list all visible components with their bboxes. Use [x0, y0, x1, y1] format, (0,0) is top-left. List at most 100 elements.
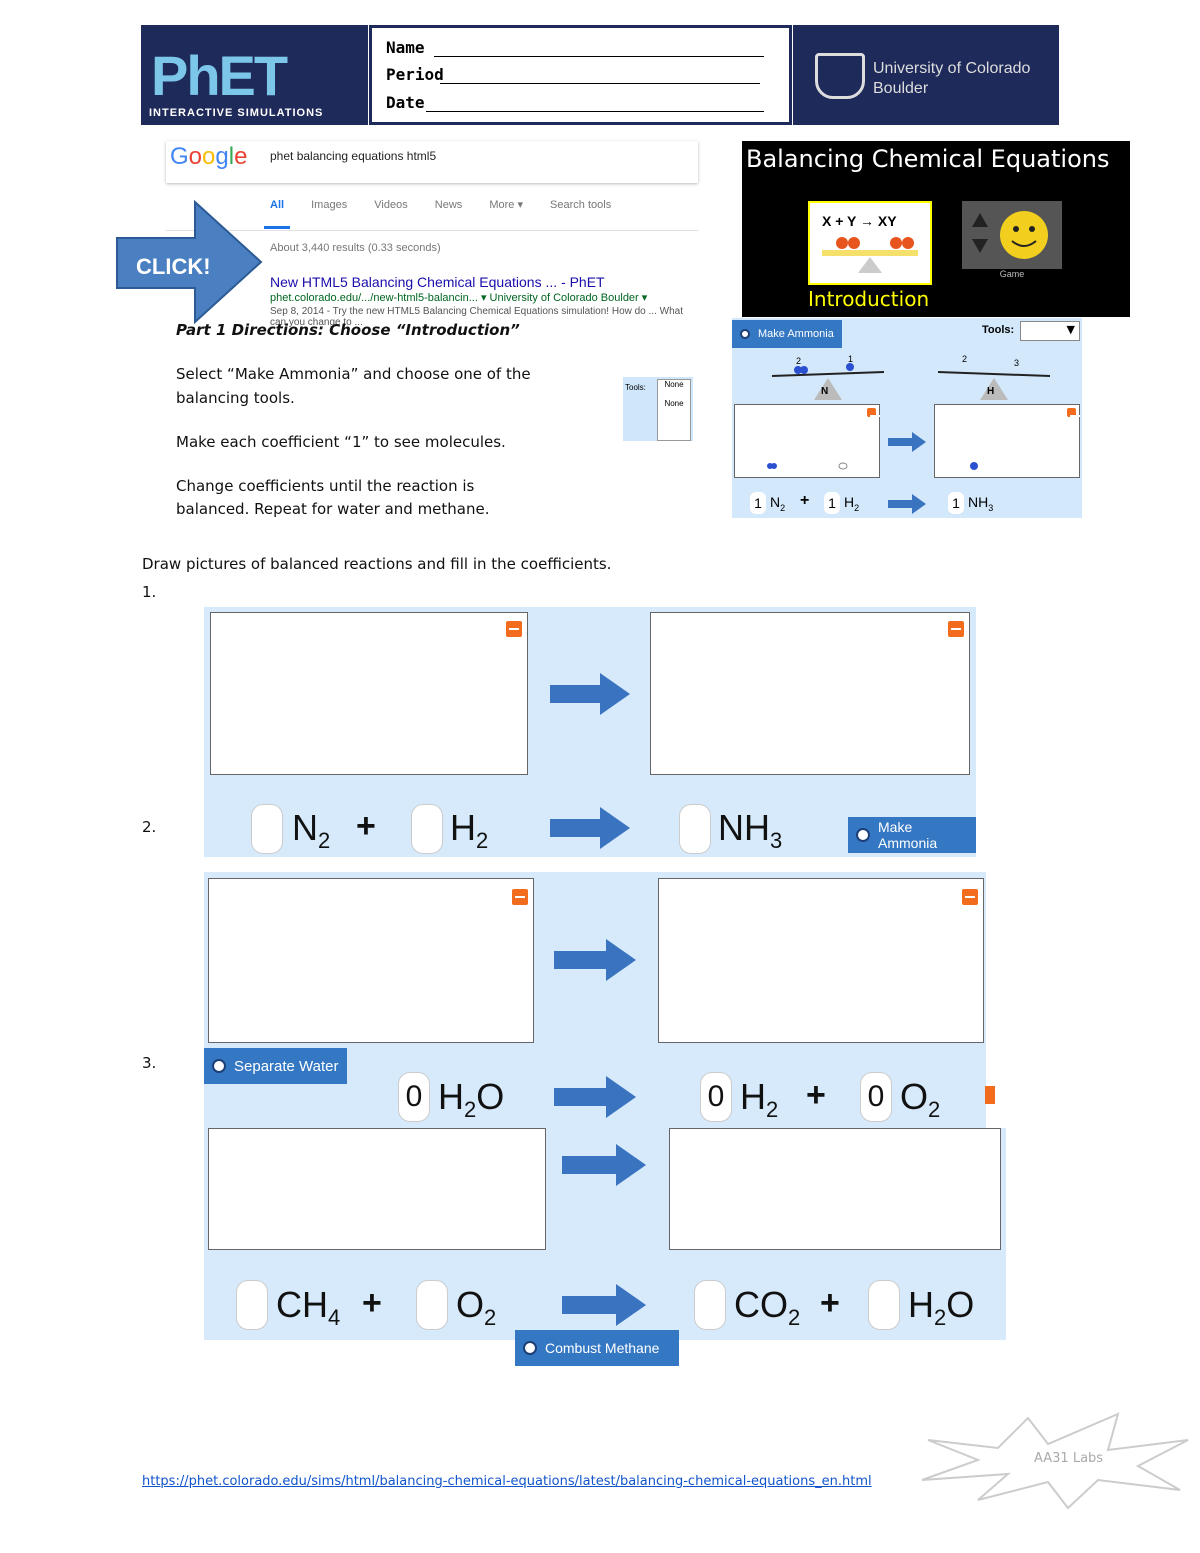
minimize-icon[interactable]: [948, 621, 964, 637]
minimize-icon[interactable]: [506, 621, 522, 637]
tools-select[interactable]: ▼: [1020, 321, 1080, 341]
plus-sign: +: [806, 1076, 826, 1114]
formula-n2: N2: [292, 807, 331, 854]
make-ammonia-radio[interactable]: Make Ammonia: [848, 817, 976, 853]
coef-nh3-spinner[interactable]: [679, 804, 711, 854]
radio-dot-icon: [740, 329, 750, 339]
formula-ch4: CH4: [276, 1284, 341, 1331]
make-ammonia-label: Make Ammonia: [758, 328, 834, 340]
reactants-drawing-box[interactable]: [208, 1128, 546, 1250]
tools-option-none-2[interactable]: None: [664, 399, 684, 408]
reaction-arrow-icon: [554, 939, 636, 981]
search-tabs: All Images Videos News More ▾ Search too…: [270, 198, 635, 211]
combust-methane-radio[interactable]: Combust Methane: [515, 1330, 679, 1366]
tab-search-tools[interactable]: Search tools: [550, 199, 612, 211]
coef-n2-spinner[interactable]: [251, 804, 283, 854]
google-search-bar: Google phet balancing equations html5: [166, 141, 698, 183]
products-drawing-box[interactable]: [650, 612, 970, 775]
sim-url-link[interactable]: https://phet.colorado.edu/sims/html/bala…: [142, 1474, 872, 1489]
phet-subtitle: INTERACTIVE SIMULATIONS: [149, 107, 324, 119]
result-title-link[interactable]: New HTML5 Balancing Chemical Equations .…: [270, 274, 605, 290]
minimize-icon[interactable]: [962, 889, 978, 905]
date-line[interactable]: [426, 111, 764, 112]
minimize-icon[interactable]: [512, 889, 528, 905]
stamp-label: AA31 Labs: [1034, 1451, 1104, 1466]
name-label: Name: [386, 38, 425, 57]
ammonia-sim-preview: Make Ammonia Tools: ▼ 2 1 N 2 3 H 1 N2 +…: [732, 318, 1082, 518]
plus-sign: +: [362, 1284, 382, 1322]
separate-water-radio[interactable]: Separate Water: [204, 1048, 347, 1084]
name-line[interactable]: [434, 56, 764, 57]
coef-h2o-spinner[interactable]: 0: [398, 1072, 430, 1122]
reaction-arrow-icon: [562, 1144, 646, 1186]
formula-n2: N2: [770, 494, 786, 513]
step-3: Change coefficients until the reaction i…: [176, 477, 475, 495]
scale-label-h: H: [987, 386, 995, 397]
starburst-stamp-icon: [921, 1412, 1189, 1510]
tab-all[interactable]: All: [270, 199, 285, 211]
coef-ch4-spinner[interactable]: [236, 1280, 268, 1330]
tab-more[interactable]: More ▾: [489, 199, 523, 211]
result-snippet: Sep 8, 2014 - Try the new HTML5 Balancin…: [270, 306, 683, 328]
smiley-game-icon: [972, 211, 1048, 259]
coef-h2-spinner[interactable]: [411, 804, 443, 854]
radio-dot-icon: [523, 1341, 537, 1355]
student-info-box: Name Period Date: [369, 25, 792, 125]
minimize-icon[interactable]: [985, 1086, 995, 1104]
coef-o2-spinner[interactable]: [416, 1280, 448, 1330]
formula-o2: O2: [456, 1284, 497, 1331]
balance-beam-n: [771, 363, 885, 400]
formula-co2: CO2: [734, 1284, 801, 1331]
minimize-icon[interactable]: [867, 408, 880, 417]
sim-intro-panel: Balancing Chemical Equations X + Y → XY …: [742, 141, 1130, 317]
formula-nh3: NH3: [968, 494, 994, 513]
water-worksheet-panel: Separate Water 0 H2O 0 H2 + 0 O2: [204, 872, 986, 1128]
products-drawing-box[interactable]: [669, 1128, 1001, 1250]
h-right-count: 3: [1014, 358, 1020, 368]
tools-option-none[interactable]: None: [664, 380, 684, 389]
left-scale-count: 2: [796, 356, 802, 366]
reactants-drawing-box[interactable]: [210, 612, 528, 775]
radio-dot-icon: [212, 1059, 226, 1073]
tools-menu[interactable]: None None: [657, 379, 691, 441]
reaction-arrow-icon: [550, 807, 630, 849]
question-1-label: 1.: [142, 583, 157, 601]
tools-dropdown-preview: Tools: None None: [623, 377, 693, 441]
reaction-arrow-icon: [888, 494, 926, 514]
introduction-label[interactable]: Introduction: [808, 287, 930, 311]
introduction-card[interactable]: X + Y → XY: [808, 201, 932, 285]
products-box: [934, 404, 1080, 478]
step-1-cont: balancing tools.: [176, 389, 295, 407]
cu-shield-icon: [815, 53, 865, 99]
coef-h2o-spinner[interactable]: [868, 1280, 900, 1330]
radio-dot-icon: [856, 828, 870, 842]
result-url: phet.colorado.edu/.../new-html5-balancin…: [270, 292, 648, 304]
formula-h2: H2: [450, 807, 489, 854]
separate-water-label: Separate Water: [234, 1057, 339, 1075]
molecule-icon: [970, 462, 978, 470]
coef-n2-spinner[interactable]: 1: [750, 492, 766, 514]
period-line[interactable]: [440, 83, 760, 84]
reaction-arrow-icon: [550, 673, 630, 715]
period-label: Period: [386, 65, 444, 84]
make-ammonia-label: Make Ammonia: [878, 819, 938, 851]
tab-videos[interactable]: Videos: [374, 199, 408, 211]
right-scale-count: 1: [848, 354, 854, 364]
coef-h2-spinner[interactable]: 1: [824, 492, 840, 514]
reactants-drawing-box[interactable]: [208, 878, 534, 1043]
scale-label-n: N: [821, 386, 829, 397]
tab-news[interactable]: News: [434, 199, 463, 211]
search-query[interactable]: phet balancing equations html5: [270, 149, 437, 163]
coef-co2-spinner[interactable]: [694, 1280, 726, 1330]
formula-h2o: H2O: [908, 1284, 975, 1331]
make-ammonia-radio[interactable]: Make Ammonia: [732, 320, 842, 348]
products-drawing-box[interactable]: [658, 878, 984, 1043]
tab-images[interactable]: Images: [311, 199, 348, 211]
coef-o2-spinner[interactable]: 0: [860, 1072, 892, 1122]
click-arrow-icon: [116, 200, 263, 325]
game-card[interactable]: Game: [962, 201, 1062, 279]
coef-nh3-spinner[interactable]: 1: [948, 492, 964, 514]
draw-instruction: Draw pictures of balanced reactions and …: [142, 555, 612, 573]
coef-h2-spinner[interactable]: 0: [700, 1072, 732, 1122]
minimize-icon[interactable]: [1067, 408, 1080, 417]
